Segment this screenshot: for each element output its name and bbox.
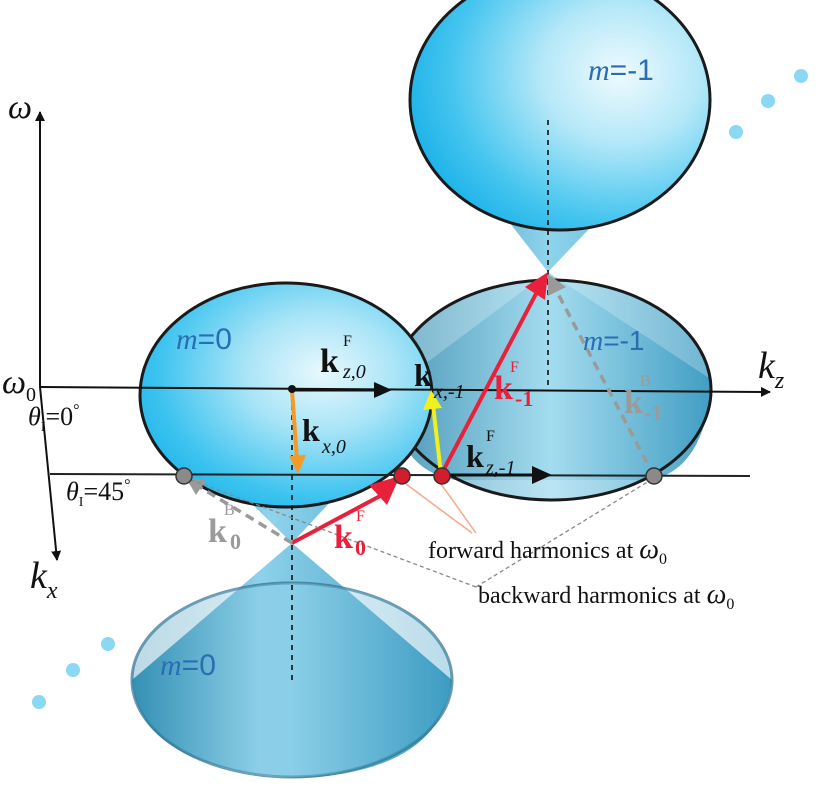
vector-k-1-backward xyxy=(554,289,656,477)
svg-text:-1: -1 xyxy=(644,400,662,425)
svg-text:0: 0 xyxy=(230,529,241,554)
cone-m-1-lower-label: m=-1 xyxy=(583,325,644,357)
vector-k0-forward xyxy=(291,493,383,545)
cone-m0-lower-label: m=0 xyxy=(160,649,216,682)
svg-text:z,-1: z,-1 xyxy=(485,457,515,479)
svg-text:k: k xyxy=(320,343,339,380)
point-m0-forward xyxy=(393,467,411,485)
vector-k-1-forward xyxy=(439,289,540,476)
label-kx0: k x,0 xyxy=(302,412,346,458)
continuation-dot xyxy=(32,695,46,709)
svg-text:0: 0 xyxy=(355,535,366,560)
forward-harmonics-label: forward harmonics at ω0 xyxy=(428,534,667,568)
vector-k-1-backward-head xyxy=(548,274,566,296)
vector-kx-1-head xyxy=(423,390,442,410)
continuation-dot xyxy=(794,69,808,83)
backward-harmonics-label: backward harmonics at ω0 xyxy=(478,579,734,613)
point-m-1-backward xyxy=(645,467,663,485)
svg-text:x,-1: x,-1 xyxy=(433,381,465,403)
backward-pointer-1 xyxy=(185,477,477,588)
forward-pointer-1 xyxy=(405,483,473,534)
vector-k0-forward-head xyxy=(369,476,400,505)
forward-pointer-2 xyxy=(440,483,477,534)
svg-text:F: F xyxy=(343,333,352,350)
svg-text:x,0: x,0 xyxy=(321,436,346,458)
theta0-label: θI=0° xyxy=(28,402,80,435)
svg-text:-1: -1 xyxy=(515,386,533,411)
omega-axis-label: ω xyxy=(8,89,32,126)
continuation-dot xyxy=(729,125,743,139)
label-k-1-backward: k B -1 xyxy=(624,373,662,425)
vector-kx0 xyxy=(290,389,299,461)
vector-k0-backward xyxy=(197,484,293,545)
svg-text:F: F xyxy=(356,508,365,525)
label-kz0: k F z,0 xyxy=(320,333,366,383)
label-k0-backward: k B 0 xyxy=(208,502,241,554)
svg-text:F: F xyxy=(486,428,495,445)
svg-text:B: B xyxy=(224,502,235,519)
kz-axis xyxy=(39,386,771,397)
svg-text:k: k xyxy=(494,370,513,407)
svg-text:z,0: z,0 xyxy=(342,361,366,383)
continuation-dot xyxy=(101,637,115,651)
vector-kz-1-head xyxy=(532,466,552,484)
vector-kz0-head xyxy=(374,382,392,398)
point-m-1-forward xyxy=(433,467,451,485)
label-k-1-forward: k F -1 xyxy=(494,359,533,411)
kz-axis-label: kz xyxy=(758,345,785,394)
svg-text:F: F xyxy=(510,359,519,376)
vector-kx0-head xyxy=(289,455,306,474)
vector-k-1-forward-head xyxy=(525,272,548,300)
label-kx-1: k x,-1 xyxy=(414,357,465,403)
kx-axis xyxy=(39,386,62,561)
cone-m-1-upper-label: m=-1 xyxy=(588,54,654,87)
theta45-label: θI=45° xyxy=(66,477,131,510)
label-k0-forward: k F 0 xyxy=(334,508,366,560)
continuation-dot xyxy=(761,94,775,108)
svg-text:k: k xyxy=(302,412,320,448)
svg-text:k: k xyxy=(624,384,643,421)
svg-text:k: k xyxy=(334,519,353,556)
svg-text:k: k xyxy=(208,513,227,550)
origin-point xyxy=(288,385,296,393)
label-kz-1: k F z,-1 xyxy=(466,428,515,479)
kx-axis-label: kx xyxy=(30,555,58,604)
svg-text:k: k xyxy=(466,438,484,474)
point-m0-backward xyxy=(175,467,193,485)
vector-kx-1 xyxy=(431,404,443,475)
vector-k0-backward-head xyxy=(186,478,206,495)
omega0-label: ω0 xyxy=(2,364,36,406)
svg-text:k: k xyxy=(414,357,432,393)
cone-m-1-upper-ellipse xyxy=(408,0,712,232)
cone-m0-upper-label: m=0 xyxy=(176,323,232,356)
continuation-dot xyxy=(66,663,80,677)
svg-text:B: B xyxy=(640,373,651,390)
